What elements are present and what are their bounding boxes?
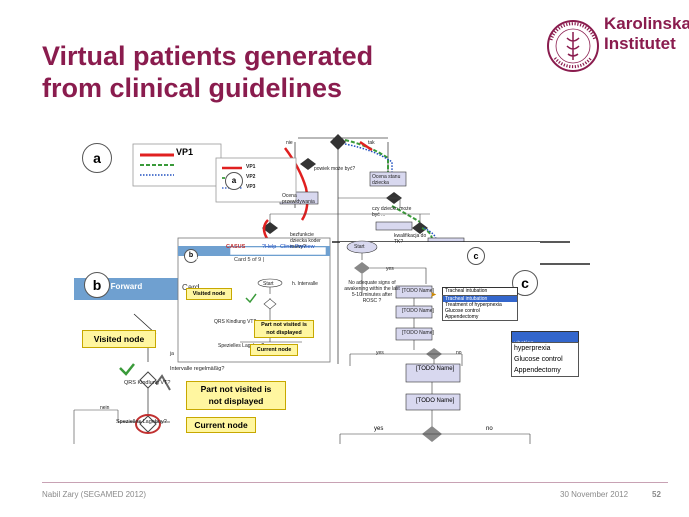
panel-b-node-qrs-large: QRS Kindlung VT? bbox=[124, 380, 171, 386]
title-line-1: Virtual patients generated bbox=[42, 41, 374, 71]
legend-vp1-large: VP1 bbox=[176, 147, 194, 157]
panel-c-yes-1: yes bbox=[386, 266, 394, 272]
panel-c-no-3: no bbox=[486, 426, 493, 432]
dropdown-option[interactable]: hyperprexia bbox=[514, 345, 551, 352]
panel-a-yes: tak bbox=[368, 140, 375, 146]
dropdown-option[interactable]: Glucose control bbox=[514, 356, 563, 363]
callout-not-visited-large: Part not visited is not displayed bbox=[186, 381, 286, 410]
panel-b-casus[interactable]: CASUS bbox=[226, 244, 246, 250]
panel-a-no: nie bbox=[286, 140, 293, 146]
cursor-icon: ➤ bbox=[430, 290, 437, 299]
legend-vp2: VP2 bbox=[246, 174, 256, 180]
panel-a-legend-large bbox=[132, 143, 222, 187]
slide-title: Virtual patients generated from clinical… bbox=[42, 40, 462, 104]
panel-c-flowchart bbox=[332, 240, 590, 444]
karolinska-wordmark: Karolinska Institutet bbox=[604, 14, 689, 53]
panel-c-todo-2: [TODO Name] bbox=[402, 308, 434, 314]
callout-current-node: Current node bbox=[250, 344, 298, 356]
karolinska-seal-logo bbox=[547, 20, 599, 72]
dropdown-option[interactable]: Treatment of hyperpnexia bbox=[445, 302, 502, 308]
panel-c-todo-3: [TODO Name] bbox=[402, 330, 434, 336]
dropdown-option[interactable]: Appendectomy bbox=[445, 314, 479, 320]
panel-a-label-small: a bbox=[225, 172, 243, 190]
legend-vp1: VP1 bbox=[246, 164, 256, 170]
footer-date: 30 November 2012 bbox=[560, 490, 629, 499]
panel-b-node-intervalle-large: Intervalle regelmäßig? bbox=[170, 366, 225, 372]
legend-vp3: VP3 bbox=[246, 184, 256, 190]
panel-b-card: Card 5 of 9 | bbox=[234, 257, 265, 263]
callout-visited-node: Visited node bbox=[186, 288, 232, 300]
callout-not-visited: Part not visited is not displayed bbox=[254, 320, 314, 338]
panel-c-todo-1: [TODO Name] bbox=[402, 288, 434, 294]
panel-c-start: Start bbox=[354, 244, 365, 250]
panel-b-node-intervalle: h. Intervalle bbox=[292, 281, 318, 287]
panel-c-no-2: no bbox=[456, 350, 462, 356]
panel-b-start: Start bbox=[263, 281, 274, 287]
panel-a-node-6: kwalifikacja do TK? bbox=[394, 233, 427, 245]
panel-a-node-3: Ocena przewidywania bbox=[282, 193, 315, 205]
panel-b-node-qrs: QRS Kindlung VT? bbox=[214, 319, 257, 325]
panel-c-dropdown-list: Tracheal intubation Treatment of hyperpn… bbox=[442, 295, 518, 321]
panel-c-question: No adequate signs of awakening within th… bbox=[344, 280, 400, 304]
panel-a-node-5: bezfunkcie dziecka koder mawy? bbox=[290, 232, 321, 250]
footer-page-number: 52 bbox=[652, 490, 661, 499]
panel-c-label-small: c bbox=[467, 247, 485, 265]
panel-b-yes-large: ja bbox=[170, 351, 174, 357]
title-line-2: from clinical guidelines bbox=[42, 73, 343, 103]
panel-c-large-dropdown-list: hyperprexia Glucose control Appendectomy bbox=[511, 342, 579, 377]
panel-b-forward-large[interactable]: e Forward bbox=[104, 282, 143, 291]
panel-c-todo-5: [TODO Name] bbox=[416, 398, 455, 404]
callout-current-node-large: Current node bbox=[186, 417, 256, 433]
panel-b-forward[interactable]: Forward bbox=[196, 257, 217, 263]
callout-visited-node-large: Visited node bbox=[82, 330, 156, 348]
footer-divider bbox=[42, 482, 668, 483]
panel-b-label-small: b bbox=[184, 249, 198, 263]
panel-c-yes-2: yes bbox=[376, 350, 384, 356]
panel-c-todo-4: [TODO Name] bbox=[416, 366, 455, 372]
dropdown-option[interactable]: Tracheal intubation bbox=[443, 296, 517, 302]
panel-b-preview[interactable]: Clinic Preview bbox=[280, 244, 315, 250]
panel-b-card-large: Card bbox=[182, 283, 199, 292]
panel-b-node-spez: Spezielles Lagebuy? bbox=[218, 343, 265, 349]
panel-a-label: a bbox=[82, 143, 112, 173]
panel-b-help[interactable]: ?Help bbox=[262, 244, 277, 250]
panel-b-node-spez-large: Spezielles Lagebuy? bbox=[116, 419, 167, 425]
dropdown-option[interactable]: Glucose control bbox=[445, 308, 480, 314]
panel-a-node-4: czy dziecko może być ... bbox=[372, 206, 412, 218]
panel-a-node-2: Ocena stanu dziecka bbox=[372, 174, 401, 186]
dropdown-option[interactable]: Appendectomy bbox=[514, 367, 561, 374]
panel-c-yes-3: yes bbox=[374, 426, 384, 432]
panel-b-small bbox=[177, 237, 331, 363]
panel-b-label: b bbox=[84, 272, 110, 298]
panel-b-no-large: nein bbox=[100, 405, 110, 411]
footer-author: Nabil Zary (SEGAMED 2012) bbox=[42, 490, 147, 499]
panel-a-node-1: powiek może być? bbox=[314, 166, 356, 172]
